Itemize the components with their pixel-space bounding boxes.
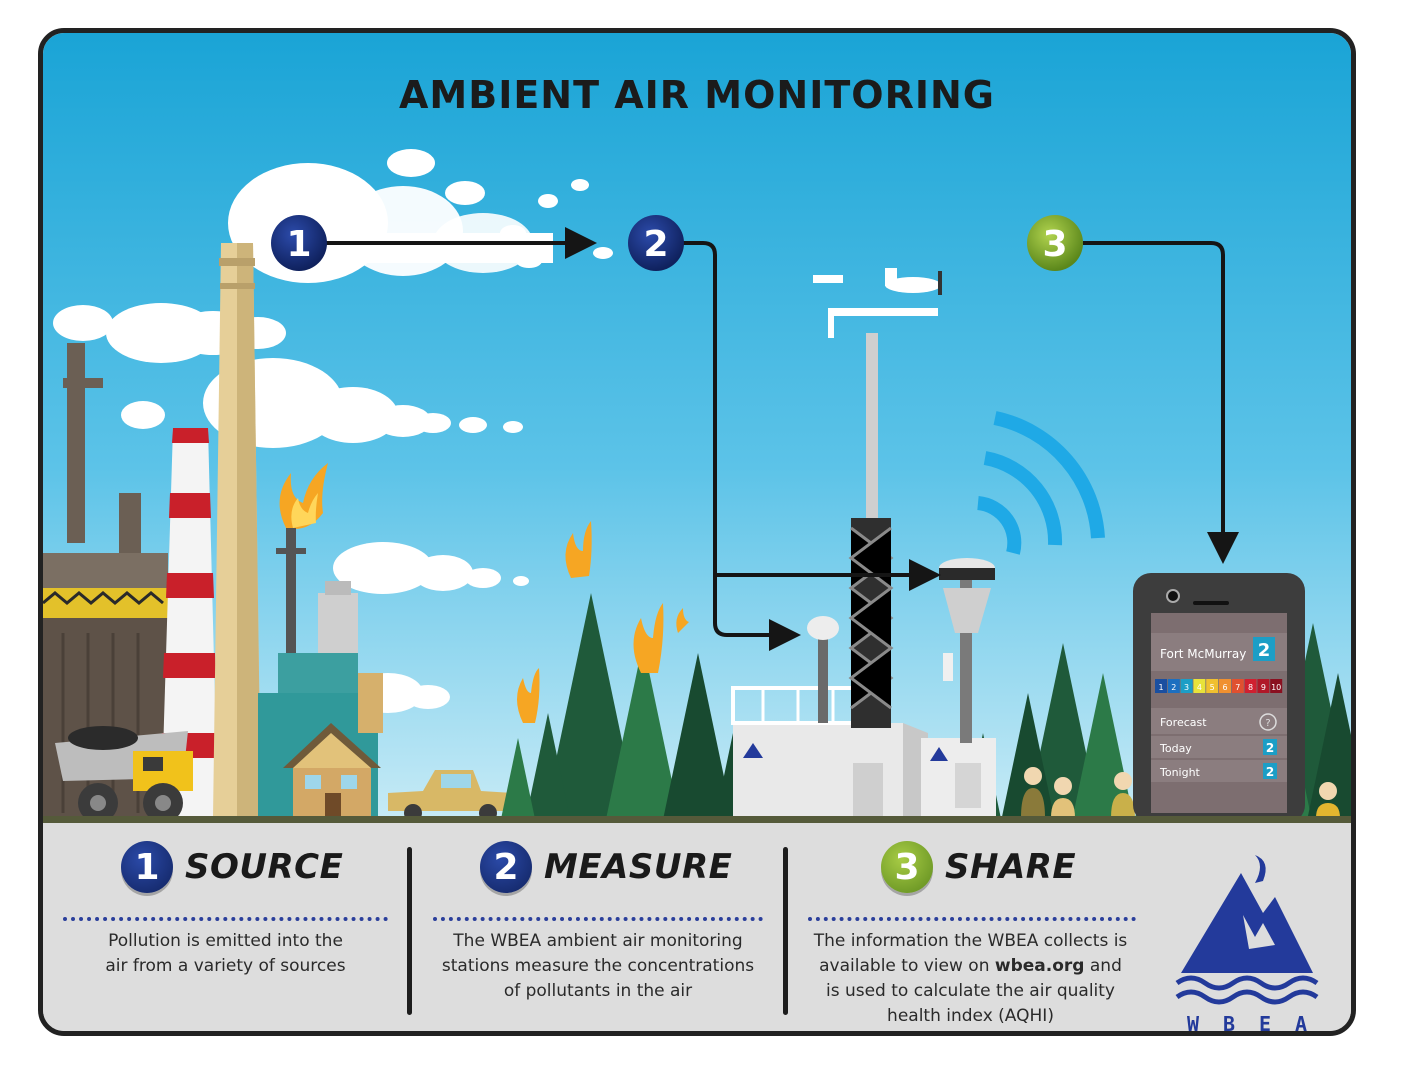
aqhi-scale-label: 2 <box>1171 683 1176 692</box>
tree-icon <box>542 593 640 823</box>
tree-icon <box>524 713 572 823</box>
aqhi-scale-label: 10 <box>1271 683 1281 692</box>
phone-today-label: Today <box>1159 742 1192 755</box>
step-source: 1 SOURCE Pollution is emitted into the a… <box>43 823 408 1031</box>
phone-location: Fort McMurray <box>1160 647 1246 661</box>
logo-letter-a: A <box>1295 1012 1307 1033</box>
aqhi-scale-cell <box>1231 679 1244 693</box>
step-share: 3 SHARE The information the WBEA collect… <box>793 823 1148 1031</box>
phone-today-value: 2 <box>1266 741 1274 755</box>
column-divider <box>407 847 412 1015</box>
aqhi-scale-label: 6 <box>1222 683 1227 692</box>
step-1-badge: 1 <box>271 215 327 271</box>
person-icon <box>1021 788 1045 818</box>
svg-text:1: 1 <box>286 224 311 265</box>
step-1-number: 1 <box>121 841 173 893</box>
person-head-icon <box>1024 767 1042 785</box>
aqhi-scale-cell <box>1167 679 1180 693</box>
svg-text:2: 2 <box>643 224 668 265</box>
aqhi-scale-label: 9 <box>1261 683 1266 692</box>
tree-icon <box>1306 673 1351 823</box>
smokestack-icon <box>43 243 261 818</box>
tree-icon <box>605 643 681 823</box>
phone-location-value: 2 <box>1258 640 1271 661</box>
aqhi-scale-label: 4 <box>1197 683 1202 692</box>
step-2-label: MEASURE <box>544 847 733 887</box>
column-divider <box>783 847 788 1015</box>
page-title: AMBIENT AIR MONITORING <box>399 73 995 117</box>
aqhi-scale-cell <box>1193 679 1206 693</box>
forest-fire-flames <box>517 521 689 723</box>
aqhi-scale-cell <box>1270 679 1283 693</box>
aqhi-scale-cell <box>1257 679 1270 693</box>
tree-icon <box>500 738 536 823</box>
house-icon <box>283 723 381 820</box>
aqhi-scale-label: 3 <box>1184 683 1189 692</box>
aqhi-scale-cell <box>1219 679 1231 693</box>
person-icon <box>1316 803 1340 818</box>
step-2-number: 2 <box>480 841 532 893</box>
aqhi-scale-label: 7 <box>1235 683 1240 692</box>
monitoring-station-small <box>921 558 996 823</box>
person-head-icon <box>1054 777 1072 795</box>
step-measure: 2 MEASURE The WBEA ambient air monitorin… <box>418 823 783 1031</box>
tree-icon <box>662 653 734 823</box>
wbea-link[interactable]: wbea.org <box>994 956 1085 976</box>
aqhi-scale-cell <box>1244 679 1257 693</box>
ground-line <box>43 816 1351 823</box>
aqhi-scale-label: 8 <box>1248 683 1253 692</box>
wifi-signal-icon <box>976 411 1105 555</box>
logo-letter-b: B <box>1223 1012 1235 1033</box>
arrow-icon <box>326 227 1239 651</box>
aqhi-scale-label: 1 <box>1158 683 1163 692</box>
phone-forecast-help-icon[interactable]: ? <box>1265 718 1270 729</box>
person-icon <box>1111 793 1135 818</box>
aqhi-scale-label: 5 <box>1210 683 1215 692</box>
phone-tonight-value: 2 <box>1266 765 1274 779</box>
step-3-label: SHARE <box>945 847 1077 887</box>
step-2-description: The WBEA ambient air monitoring stations… <box>441 931 755 1001</box>
wbea-logo-icon: W B E A <box>1163 853 1323 1033</box>
truck-icon <box>55 726 193 823</box>
step-2-badge: 2 <box>628 215 684 271</box>
step-3-badge: 3 <box>1027 215 1083 271</box>
person-head-icon <box>1319 782 1337 800</box>
person-head-icon <box>1114 772 1132 790</box>
aqhi-scale-cell <box>1206 679 1219 693</box>
step-1-label: SOURCE <box>185 847 344 887</box>
tree-icon <box>1000 693 1056 823</box>
flame-icon <box>279 463 328 529</box>
phone-forecast-label: Forecast <box>1160 716 1207 729</box>
logo-letter-e: E <box>1259 1012 1271 1033</box>
step-3-number: 3 <box>881 841 933 893</box>
aqhi-scale-cell <box>1155 679 1167 693</box>
step-3-description: The information the WBEA collects is ava… <box>813 931 1128 1026</box>
step-3-divider <box>808 917 1136 921</box>
aqhi-scale-cell <box>1180 679 1193 693</box>
monitoring-station-building <box>731 616 928 823</box>
person-icon <box>1051 798 1075 818</box>
step-1-description: Pollution is emitted into the air from a… <box>105 931 346 976</box>
logo-letter-w: W <box>1187 1012 1200 1033</box>
steps-panel: 1 SOURCE Pollution is emitted into the a… <box>43 823 1351 1033</box>
step-1-divider <box>63 917 388 921</box>
step-2-divider <box>433 917 763 921</box>
phone-tonight-label: Tonight <box>1159 766 1201 779</box>
svg-text:3: 3 <box>1042 224 1067 265</box>
